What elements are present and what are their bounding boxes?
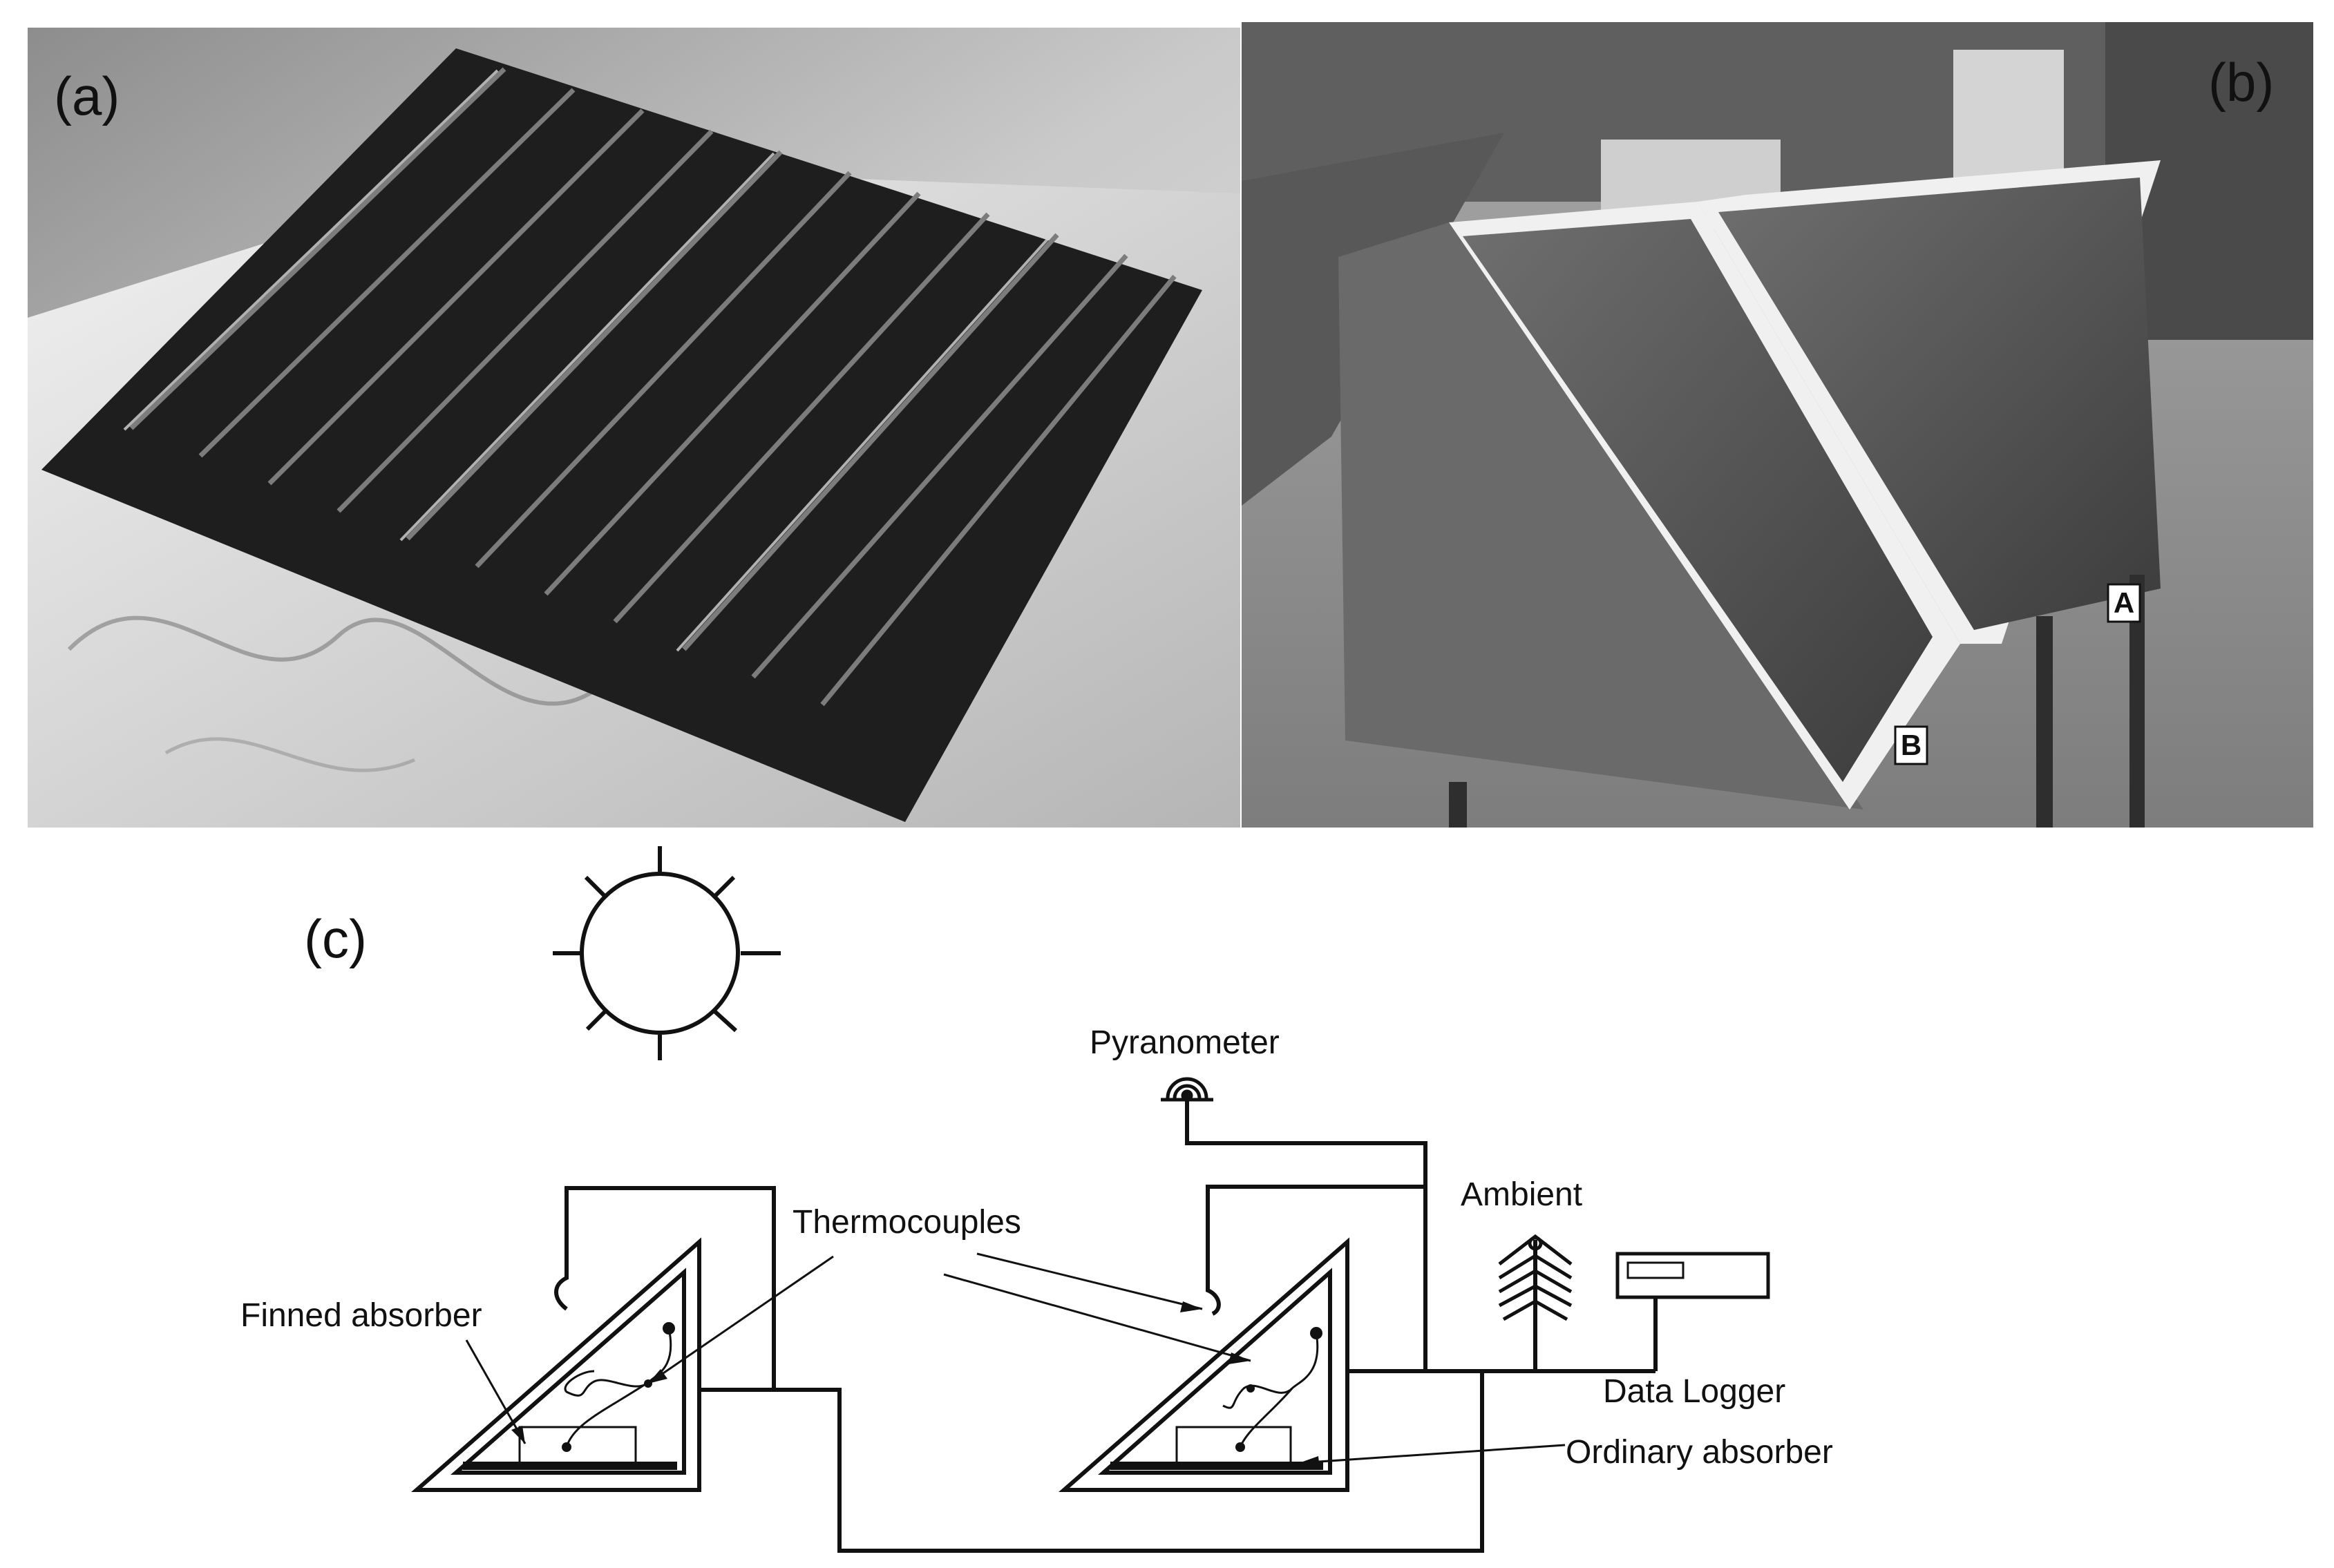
collector-a-label: A	[2114, 586, 2134, 619]
thermocouples-label: Thermocouples	[793, 1204, 1021, 1241]
panel-tag-c: (c)	[304, 908, 367, 969]
photo-solar-collectors: A B	[1242, 22, 2313, 828]
pyranometer-icon	[1161, 1077, 1213, 1102]
photo-finned-absorber	[28, 28, 1240, 828]
sun-icon	[553, 846, 781, 1060]
collector-b-label: B	[1901, 729, 1922, 761]
panel-tag-a: (a)	[54, 66, 120, 126]
panel-tag-b: (b)	[2208, 52, 2275, 113]
ambient-sensor-icon	[1498, 1234, 1573, 1321]
finned-absorber-label: Finned absorber	[240, 1297, 482, 1334]
ambient-label: Ambient	[1461, 1176, 1582, 1213]
finned-collector	[411, 1237, 701, 1492]
ordinary-absorber-label: Ordinary absorber	[1566, 1434, 1833, 1471]
collector-box	[1338, 160, 2161, 828]
ordinary-collector	[1059, 1237, 1349, 1492]
data-logger-label: Data Logger	[1603, 1373, 1785, 1410]
fin-array	[41, 48, 1202, 822]
pyranometer-label: Pyranometer	[1090, 1024, 1280, 1061]
data-logger-icon	[1615, 1252, 1770, 1299]
